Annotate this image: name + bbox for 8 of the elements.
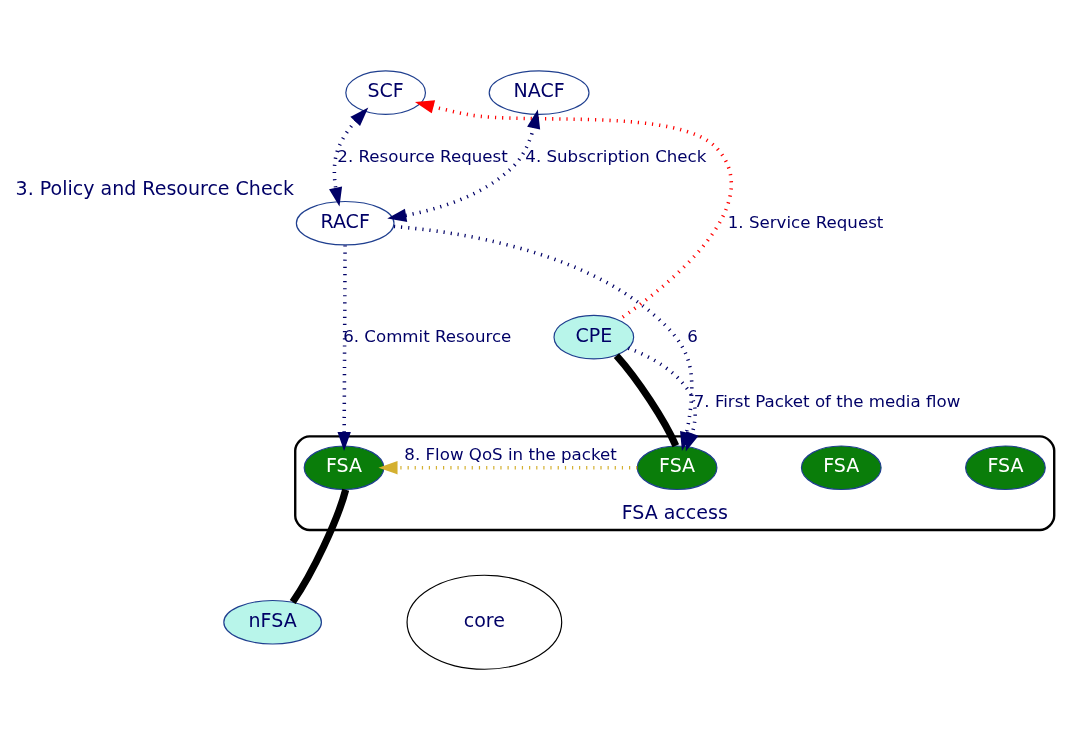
edge-label: 1. Service Request: [727, 212, 884, 232]
edge-label: 6: [687, 326, 698, 346]
edge-label: 2. Resource Request: [337, 146, 508, 166]
edge-label: 8. Flow QoS in the packet: [404, 444, 617, 464]
edge-label: 7. First Packet of the media flow: [693, 391, 961, 411]
edge-label: 6. Commit Resource: [343, 326, 512, 346]
edge-label: 4. Subscription Check: [525, 146, 707, 166]
node-label: 3. Policy and Resource Check: [15, 176, 295, 199]
